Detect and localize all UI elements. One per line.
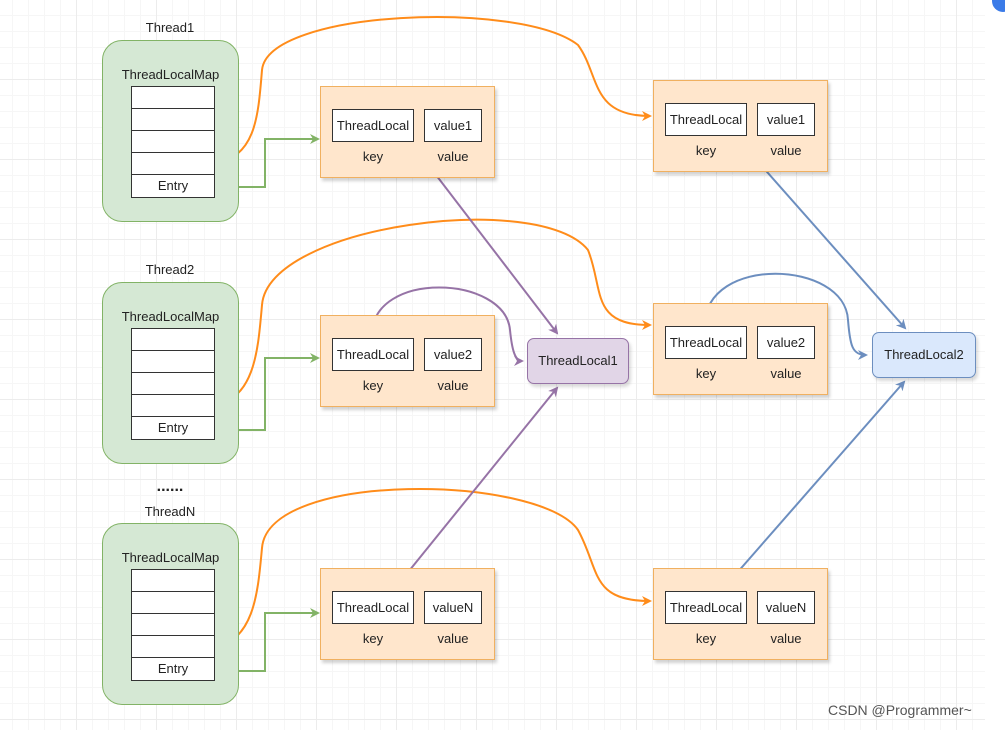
entry-value-cell: value2 xyxy=(757,326,815,359)
map-row xyxy=(132,614,214,636)
entry-key-cell: ThreadLocal xyxy=(665,103,747,136)
watermark-text: CSDN @Programmer~ xyxy=(828,702,972,718)
thread1-entry-row: Entry xyxy=(157,178,189,193)
entry-value-cell: valueN xyxy=(757,591,815,624)
map-row xyxy=(132,570,214,592)
map-row xyxy=(132,373,214,395)
map-row xyxy=(132,87,214,109)
corner-badge-icon[interactable] xyxy=(992,0,1005,12)
thread2-map-table: Entry xyxy=(131,328,215,440)
entry-value-label: value xyxy=(437,149,469,164)
entry-value-label: value xyxy=(437,378,469,393)
entry-box-1: ThreadLocal value1 key value xyxy=(320,86,495,178)
entry-value-cell: value2 xyxy=(424,338,482,371)
thread2-label: Thread2 xyxy=(145,262,195,277)
entry-key-label: key xyxy=(362,149,384,164)
threadn-map-table: Entry xyxy=(131,569,215,681)
map-row xyxy=(132,153,214,175)
threadlocal1-node: ThreadLocal1 xyxy=(527,338,629,384)
entry-key-cell: ThreadLocal xyxy=(332,338,414,371)
entry-value-cell: valueN xyxy=(424,591,482,624)
thread2-box: ThreadLocalMap Entry xyxy=(102,282,239,464)
map-row xyxy=(132,131,214,153)
thread1-box: ThreadLocalMap Entry xyxy=(102,40,239,222)
entry-value-label: value xyxy=(770,143,802,158)
thread1-map-title: ThreadLocalMap xyxy=(121,67,220,82)
map-row xyxy=(132,329,214,351)
entry-key-label: key xyxy=(695,143,717,158)
page-edge xyxy=(985,0,1005,730)
threadlocal2-node: ThreadLocal2 xyxy=(872,332,976,378)
map-row xyxy=(132,636,214,658)
entry-key-cell: ThreadLocal xyxy=(332,109,414,142)
threadn-map-title: ThreadLocalMap xyxy=(121,550,220,565)
entry-box-1-right: ThreadLocal value1 key value xyxy=(653,80,828,172)
threadn-label: ThreadN xyxy=(144,504,196,519)
entry-box-2-right: ThreadLocal value2 key value xyxy=(653,303,828,395)
threadn-entry-row: Entry xyxy=(157,661,189,676)
thread1-label: Thread1 xyxy=(145,20,195,35)
entry-value-label: value xyxy=(770,366,802,381)
thread2-entry-row: Entry xyxy=(157,420,189,435)
entry-key-label: key xyxy=(695,631,717,646)
entry-key-label: key xyxy=(362,378,384,393)
map-row xyxy=(132,109,214,131)
entry-key-label: key xyxy=(695,366,717,381)
map-row xyxy=(132,395,214,417)
entry-key-label: key xyxy=(362,631,384,646)
thread2-map-title: ThreadLocalMap xyxy=(121,309,220,324)
entry-box-n: ThreadLocal valueN key value xyxy=(320,568,495,660)
thread1-map-table: Entry xyxy=(131,86,215,198)
entry-box-2: ThreadLocal value2 key value xyxy=(320,315,495,407)
map-row xyxy=(132,592,214,614)
map-row xyxy=(132,351,214,373)
ellipsis-label: ...... xyxy=(156,478,184,495)
entry-box-n-right: ThreadLocal valueN key value xyxy=(653,568,828,660)
entry-key-cell: ThreadLocal xyxy=(332,591,414,624)
entry-value-cell: value1 xyxy=(424,109,482,142)
entry-key-cell: ThreadLocal xyxy=(665,591,747,624)
entry-value-cell: value1 xyxy=(757,103,815,136)
threadn-box: ThreadLocalMap Entry xyxy=(102,523,239,705)
entry-key-cell: ThreadLocal xyxy=(665,326,747,359)
entry-value-label: value xyxy=(770,631,802,646)
entry-value-label: value xyxy=(437,631,469,646)
